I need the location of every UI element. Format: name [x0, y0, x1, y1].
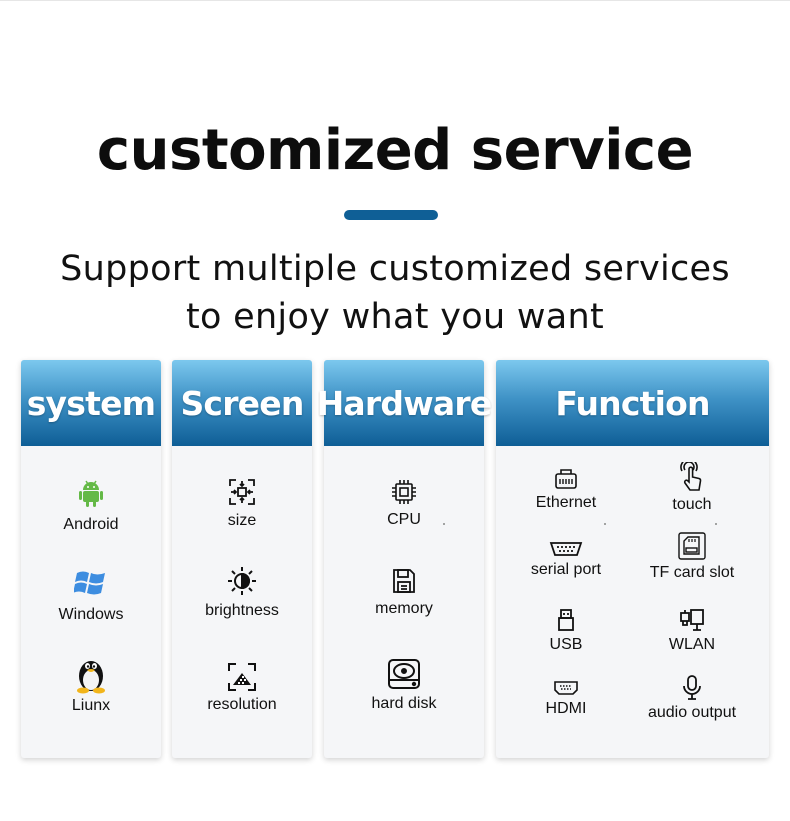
usb-icon: [558, 609, 574, 631]
feature-item-ethernet: Ethernet: [506, 468, 626, 512]
feature-label: CPU: [387, 511, 421, 528]
feature-item-android: Android: [21, 478, 161, 534]
feature-label: brightness: [205, 602, 279, 619]
windows-icon: [74, 571, 105, 595]
feature-label: hard disk: [371, 695, 437, 712]
feature-item-audio-output: audio output: [632, 674, 752, 722]
feature-item-tf-card-slot: TF card slot: [632, 532, 752, 582]
feature-label: WLAN: [668, 636, 716, 653]
feature-label: Ethernet: [535, 494, 597, 511]
resolution-icon: [228, 663, 256, 691]
brightness-icon: [228, 567, 256, 595]
linux-tux-icon: [77, 661, 105, 694]
subtitle-line-1: Support multiple customized services: [60, 249, 730, 289]
feature-label: audio output: [647, 704, 737, 721]
feature-label: USB: [549, 636, 583, 653]
wlan-icon: [680, 609, 704, 631]
tf-card-slot-icon: [678, 532, 706, 560]
feature-label: HDMI: [545, 700, 587, 717]
decorative-dot: [443, 523, 445, 525]
column-screen: Screen size brightness resolution: [172, 360, 312, 758]
decorative-dot: [604, 523, 606, 525]
feature-label: memory: [375, 600, 433, 617]
feature-item-wlan: WLAN: [632, 608, 752, 654]
top-divider: [0, 0, 790, 1]
feature-label: touch: [672, 496, 712, 513]
feature-label: TF card slot: [649, 564, 735, 581]
feature-label: serial port: [530, 561, 602, 578]
column-header: system: [21, 360, 161, 446]
ethernet-port-icon: [555, 469, 577, 489]
feature-item-linux: Liunx: [21, 656, 161, 715]
subtitle-line-2: to enjoy what you want: [185, 297, 605, 337]
feature-item-resolution: resolution: [172, 662, 312, 714]
feature-item-touch: touch: [632, 462, 752, 514]
hard-disk-icon: [388, 659, 420, 689]
feature-item-brightness: brightness: [172, 566, 312, 620]
title-underline-bar: [344, 210, 438, 220]
decorative-dot: [715, 523, 717, 525]
cpu-chip-icon: [392, 480, 416, 504]
serial-port-icon: [549, 542, 583, 556]
feature-item-hdmi: HDMI: [506, 680, 626, 718]
column-header-label: Screen: [180, 383, 304, 423]
feature-item-windows: Windows: [21, 568, 161, 624]
android-icon: [79, 480, 103, 507]
column-header-label: Hardware: [316, 383, 493, 423]
column-header: Hardware: [317, 360, 492, 446]
hdmi-icon: [554, 681, 578, 695]
feature-item-usb: USB: [506, 608, 626, 654]
column-system: system Android Windows: [21, 360, 161, 758]
feature-item-memory: memory: [324, 568, 484, 618]
column-function: Function Ethernet touch serial port: [496, 360, 769, 758]
feature-item-size: size: [172, 478, 312, 530]
microphone-icon: [683, 675, 701, 700]
column-header-label: Function: [555, 383, 710, 423]
feature-label: Windows: [58, 606, 124, 623]
feature-item-serial-port: serial port: [506, 540, 626, 579]
column-header-label: system: [26, 383, 156, 423]
column-header: Function: [496, 360, 769, 446]
screen-size-icon: [229, 479, 255, 505]
column-header: Screen: [172, 360, 312, 446]
touch-finger-icon: [680, 462, 702, 491]
memory-card-icon: [393, 569, 415, 593]
feature-label: size: [227, 512, 257, 529]
feature-item-hard-disk: hard disk: [324, 658, 484, 713]
feature-label: resolution: [207, 696, 277, 713]
feature-label: Android: [63, 516, 119, 533]
column-hardware: Hardware CPU memory hard disk: [317, 360, 492, 758]
feature-item-cpu: CPU: [324, 478, 484, 529]
feature-label: Liunx: [71, 697, 111, 714]
page-title: customized service: [96, 118, 694, 183]
